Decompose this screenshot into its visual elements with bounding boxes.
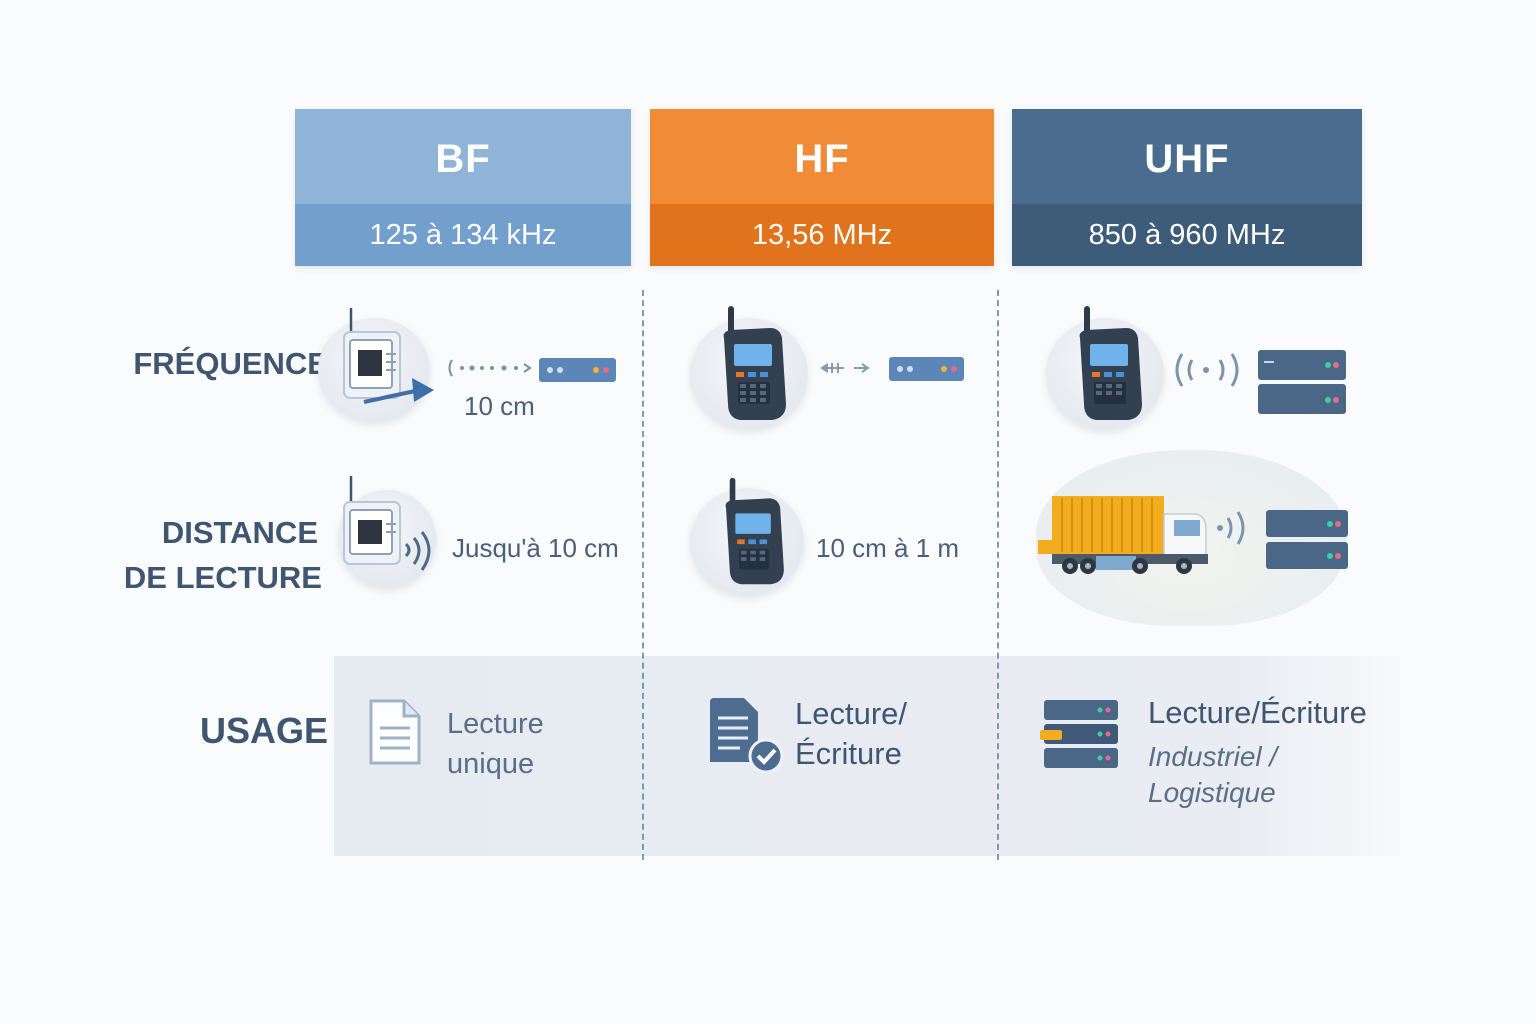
uhf-usage-line2: Industriel / bbox=[1148, 741, 1278, 772]
column-header-bf: BF 125 à 134 kHz bbox=[295, 109, 631, 266]
wireless-signal-icon bbox=[448, 359, 532, 377]
bf-usage-line2: unique bbox=[447, 748, 535, 780]
column-frequency: 850 à 960 MHz bbox=[1012, 204, 1362, 266]
hf-usage-line2: Écriture bbox=[795, 736, 902, 771]
bf-distance: Jusqu'à 10 cm bbox=[452, 533, 619, 563]
column-name: UHF bbox=[1144, 137, 1230, 181]
rfid-chip-icon bbox=[343, 308, 434, 404]
document-icon bbox=[369, 699, 421, 765]
bf-frequence-distance: 10 cm bbox=[464, 391, 535, 421]
hf-usage-line1: Lecture/ bbox=[795, 696, 908, 731]
server-stack-icon bbox=[1258, 350, 1346, 414]
server-stack-icon bbox=[1040, 700, 1118, 768]
server-stack-icon bbox=[1266, 510, 1348, 569]
column-header-uhf: UHF 850 à 960 MHz bbox=[1012, 109, 1362, 266]
column-frequency: 125 à 134 kHz bbox=[295, 204, 631, 266]
column-divider bbox=[997, 290, 999, 860]
truck-icon bbox=[1038, 496, 1208, 574]
reader-box-icon bbox=[889, 357, 964, 381]
row-label-distance-line2: DE LECTURE bbox=[123, 560, 322, 595]
reader-box-icon bbox=[539, 358, 616, 382]
row-label-frequence: FRÉQUENCE bbox=[133, 346, 328, 381]
column-name: BF bbox=[435, 137, 491, 181]
handheld-reader-icon bbox=[1079, 306, 1142, 420]
column-divider bbox=[642, 290, 644, 860]
hf-distance: 10 cm à 1 m bbox=[816, 533, 960, 563]
row-label-usage: USAGE bbox=[199, 710, 328, 751]
column-header-hf: HF 13,56 MHz bbox=[650, 109, 994, 266]
uhf-usage-line1: Lecture/Écriture bbox=[1148, 695, 1367, 730]
handheld-reader-icon bbox=[723, 306, 786, 420]
row-label-distance-line1: DISTANCE bbox=[161, 515, 318, 550]
uhf-usage-line3: Logistique bbox=[1148, 777, 1276, 808]
wireless-signal-icon bbox=[1217, 511, 1245, 545]
bf-usage-line1: Lecture bbox=[447, 708, 544, 740]
column-frequency: 13,56 MHz bbox=[650, 204, 994, 266]
wireless-signal-icon bbox=[820, 363, 870, 373]
document-check-icon bbox=[710, 698, 784, 774]
handheld-reader-icon bbox=[725, 477, 784, 585]
wireless-signal-icon bbox=[1175, 353, 1239, 387]
usage-row-background bbox=[334, 656, 1400, 856]
column-name: HF bbox=[794, 137, 850, 181]
rfid-chip-icon bbox=[343, 476, 431, 571]
